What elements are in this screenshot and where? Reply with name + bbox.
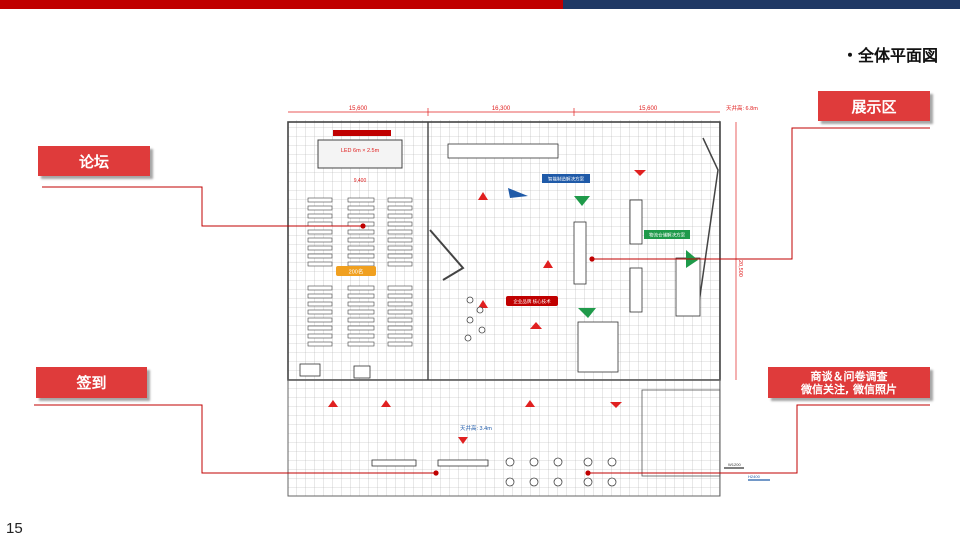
ceiling-height-top: 天井高: 6.8m [726, 104, 758, 112]
led-label: LED 6m × 2.5m [341, 148, 380, 154]
round-tables [464, 296, 617, 487]
svg-text:智能制造解决方案: 智能制造解决方案 [548, 176, 584, 183]
sign-logistics [644, 230, 690, 239]
sign-smart-manufacturing [542, 174, 590, 183]
page-number: 15 [6, 520, 23, 537]
marker-exhibit [589, 256, 595, 262]
label-talk-line2: 微信关注, 微信照片 [800, 382, 897, 396]
flow-arrows [328, 170, 646, 444]
svg-text:企业品牌 核心技术: 企业品牌 核心技术 [513, 298, 551, 305]
svg-text:物流仓储解决方案: 物流仓储解决方案 [649, 232, 685, 239]
page-title: ・全体平面図 [841, 46, 938, 65]
label-exhibit: 展示区 [818, 91, 930, 121]
booth-counters [447, 143, 701, 373]
leader-forum [42, 186, 362, 227]
led-screen [317, 139, 403, 169]
forum-seating [307, 197, 413, 347]
seat-count-badge [336, 266, 376, 276]
label-talk-line1: 商谈＆问卷调查 [810, 369, 888, 383]
label-signin: 签到 [36, 367, 147, 398]
floor-grid [288, 120, 720, 496]
floor-plan: 15,600 16,300 15,600 天井高: 6.8m 20,500 LE… [287, 104, 770, 497]
dim-mid: 16,300 [492, 106, 511, 112]
svg-text:H2400: H2400 [748, 474, 761, 479]
label-talk-survey: 商谈＆问卷调查 微信关注, 微信照片 [768, 367, 930, 398]
marker-signin [433, 470, 439, 476]
svg-text:W1200: W1200 [728, 462, 741, 467]
ceiling-height-bottom: 天井高: 3.4m [460, 424, 492, 432]
right-wall-angle [697, 137, 719, 311]
label-forum: 论坛 [38, 146, 150, 176]
booth-marker-blue [508, 188, 528, 198]
marker-talk [585, 470, 591, 476]
dim-left: 15,600 [349, 106, 368, 112]
header-bar-red [0, 0, 563, 9]
angled-partition [429, 229, 465, 281]
leader-exhibit [592, 127, 930, 260]
led-dim: 9,400 [354, 178, 367, 184]
dim-right: 15,600 [639, 106, 658, 112]
led-stage-bar [333, 130, 391, 136]
booth-marker-green-2 [578, 308, 596, 318]
seat-count: 200名 [349, 268, 364, 276]
leader-signin [34, 404, 436, 474]
booth-marker-green [574, 196, 590, 206]
dim-height: 20,500 [737, 260, 743, 277]
leader-talk [588, 404, 930, 474]
marker-forum [360, 223, 366, 229]
sign-brand-tech [506, 296, 558, 306]
header-bar-navy [563, 0, 960, 9]
restroom-block [641, 389, 721, 477]
reception-tables [299, 363, 489, 467]
